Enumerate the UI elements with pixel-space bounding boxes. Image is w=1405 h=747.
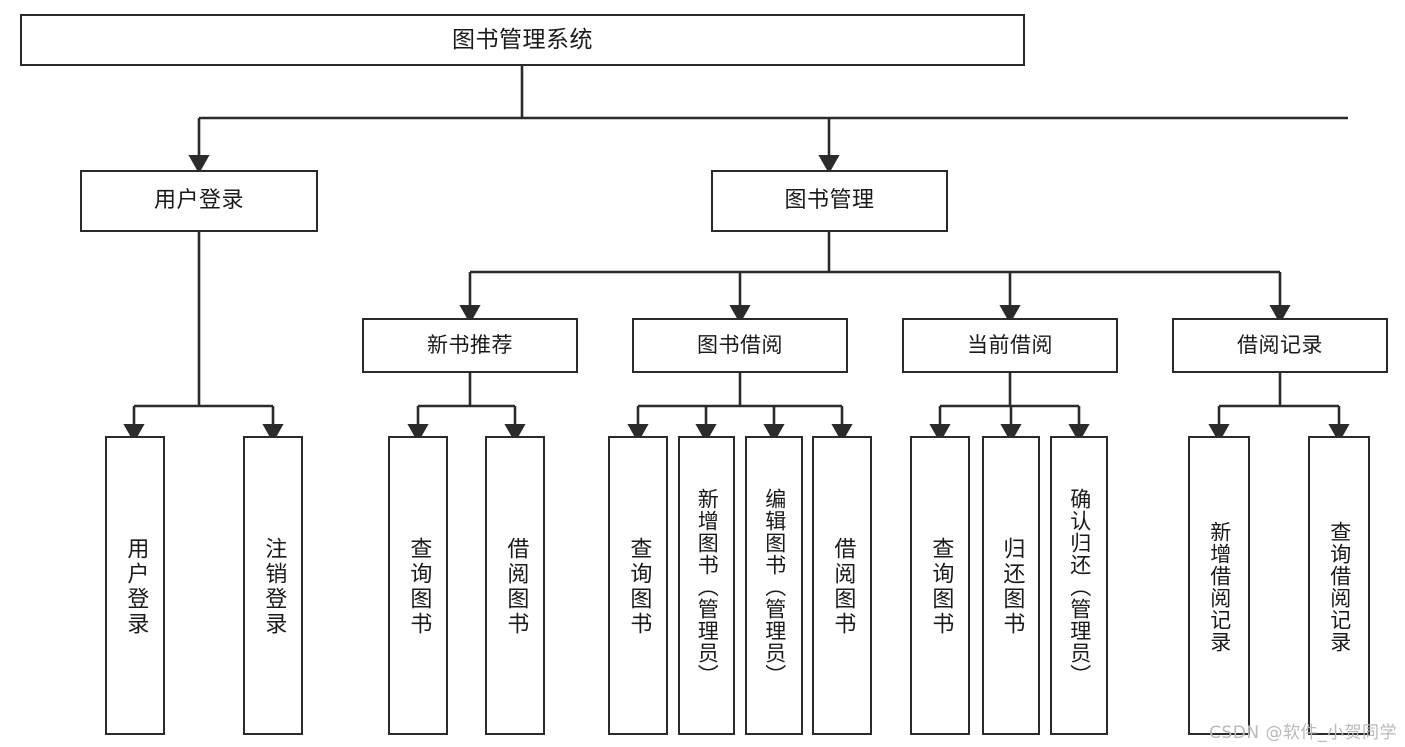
leaf-borrow-book[interactable]: 借阅图书 (812, 436, 872, 735)
node-label: 图书管理 (784, 188, 875, 214)
leaf-logout[interactable]: 注销登录 (243, 436, 303, 735)
node-label: 新增图书（管理员） (695, 487, 720, 686)
leaf-query-borrow-record[interactable]: 查询借阅记录 (1308, 436, 1370, 735)
node-level1-user-login[interactable]: 用户登录 (80, 170, 318, 232)
node-label: 查询图书 (626, 536, 652, 637)
leaf-edit-book-admin[interactable]: 编辑图书（管理员） (745, 436, 803, 735)
node-label: 查询图书 (406, 536, 432, 637)
node-level2-current-borrow[interactable]: 当前借阅 (902, 318, 1118, 373)
node-label: 借阅图书 (830, 536, 856, 637)
leaf-user-login[interactable]: 用户登录 (105, 436, 165, 735)
node-level2-book-borrow[interactable]: 图书借阅 (632, 318, 848, 373)
node-label: 图书管理系统 (452, 26, 593, 53)
node-label: 新书推荐 (427, 333, 513, 358)
leaf-confirm-return-admin[interactable]: 确认归还（管理员） (1050, 436, 1108, 735)
node-label: 确认归还（管理员） (1067, 487, 1092, 686)
node-label: 借阅图书 (503, 536, 529, 637)
leaf-borrow-book-recommend[interactable]: 借阅图书 (485, 436, 545, 735)
leaf-query-book-borrow[interactable]: 查询图书 (608, 436, 668, 735)
node-label: 图书借阅 (697, 333, 783, 358)
node-label: 查询借阅记录 (1327, 520, 1352, 653)
node-label: 用户登录 (123, 536, 149, 637)
node-label: 查询图书 (928, 536, 954, 637)
node-level2-new-book-recommend[interactable]: 新书推荐 (362, 318, 578, 373)
leaf-query-book-current[interactable]: 查询图书 (910, 436, 970, 735)
node-label: 注销登录 (261, 536, 287, 637)
leaf-return-book[interactable]: 归还图书 (982, 436, 1040, 735)
node-label: 归还图书 (999, 536, 1025, 637)
leaf-add-borrow-record[interactable]: 新增借阅记录 (1188, 436, 1250, 735)
leaf-query-book-recommend[interactable]: 查询图书 (388, 436, 448, 735)
node-label: 当前借阅 (967, 333, 1053, 358)
watermark: CSDN @软件_小贺同学 (1209, 723, 1397, 743)
leaf-add-book-admin[interactable]: 新增图书（管理员） (678, 436, 735, 735)
node-label: 用户登录 (153, 188, 244, 214)
node-level1-book-management[interactable]: 图书管理 (711, 170, 948, 232)
node-root[interactable]: 图书管理系统 (20, 14, 1025, 66)
node-label: 借阅记录 (1237, 333, 1323, 358)
node-label: 编辑图书（管理员） (762, 487, 787, 686)
node-level2-borrow-record[interactable]: 借阅记录 (1172, 318, 1388, 373)
node-label: 新增借阅记录 (1207, 520, 1232, 653)
